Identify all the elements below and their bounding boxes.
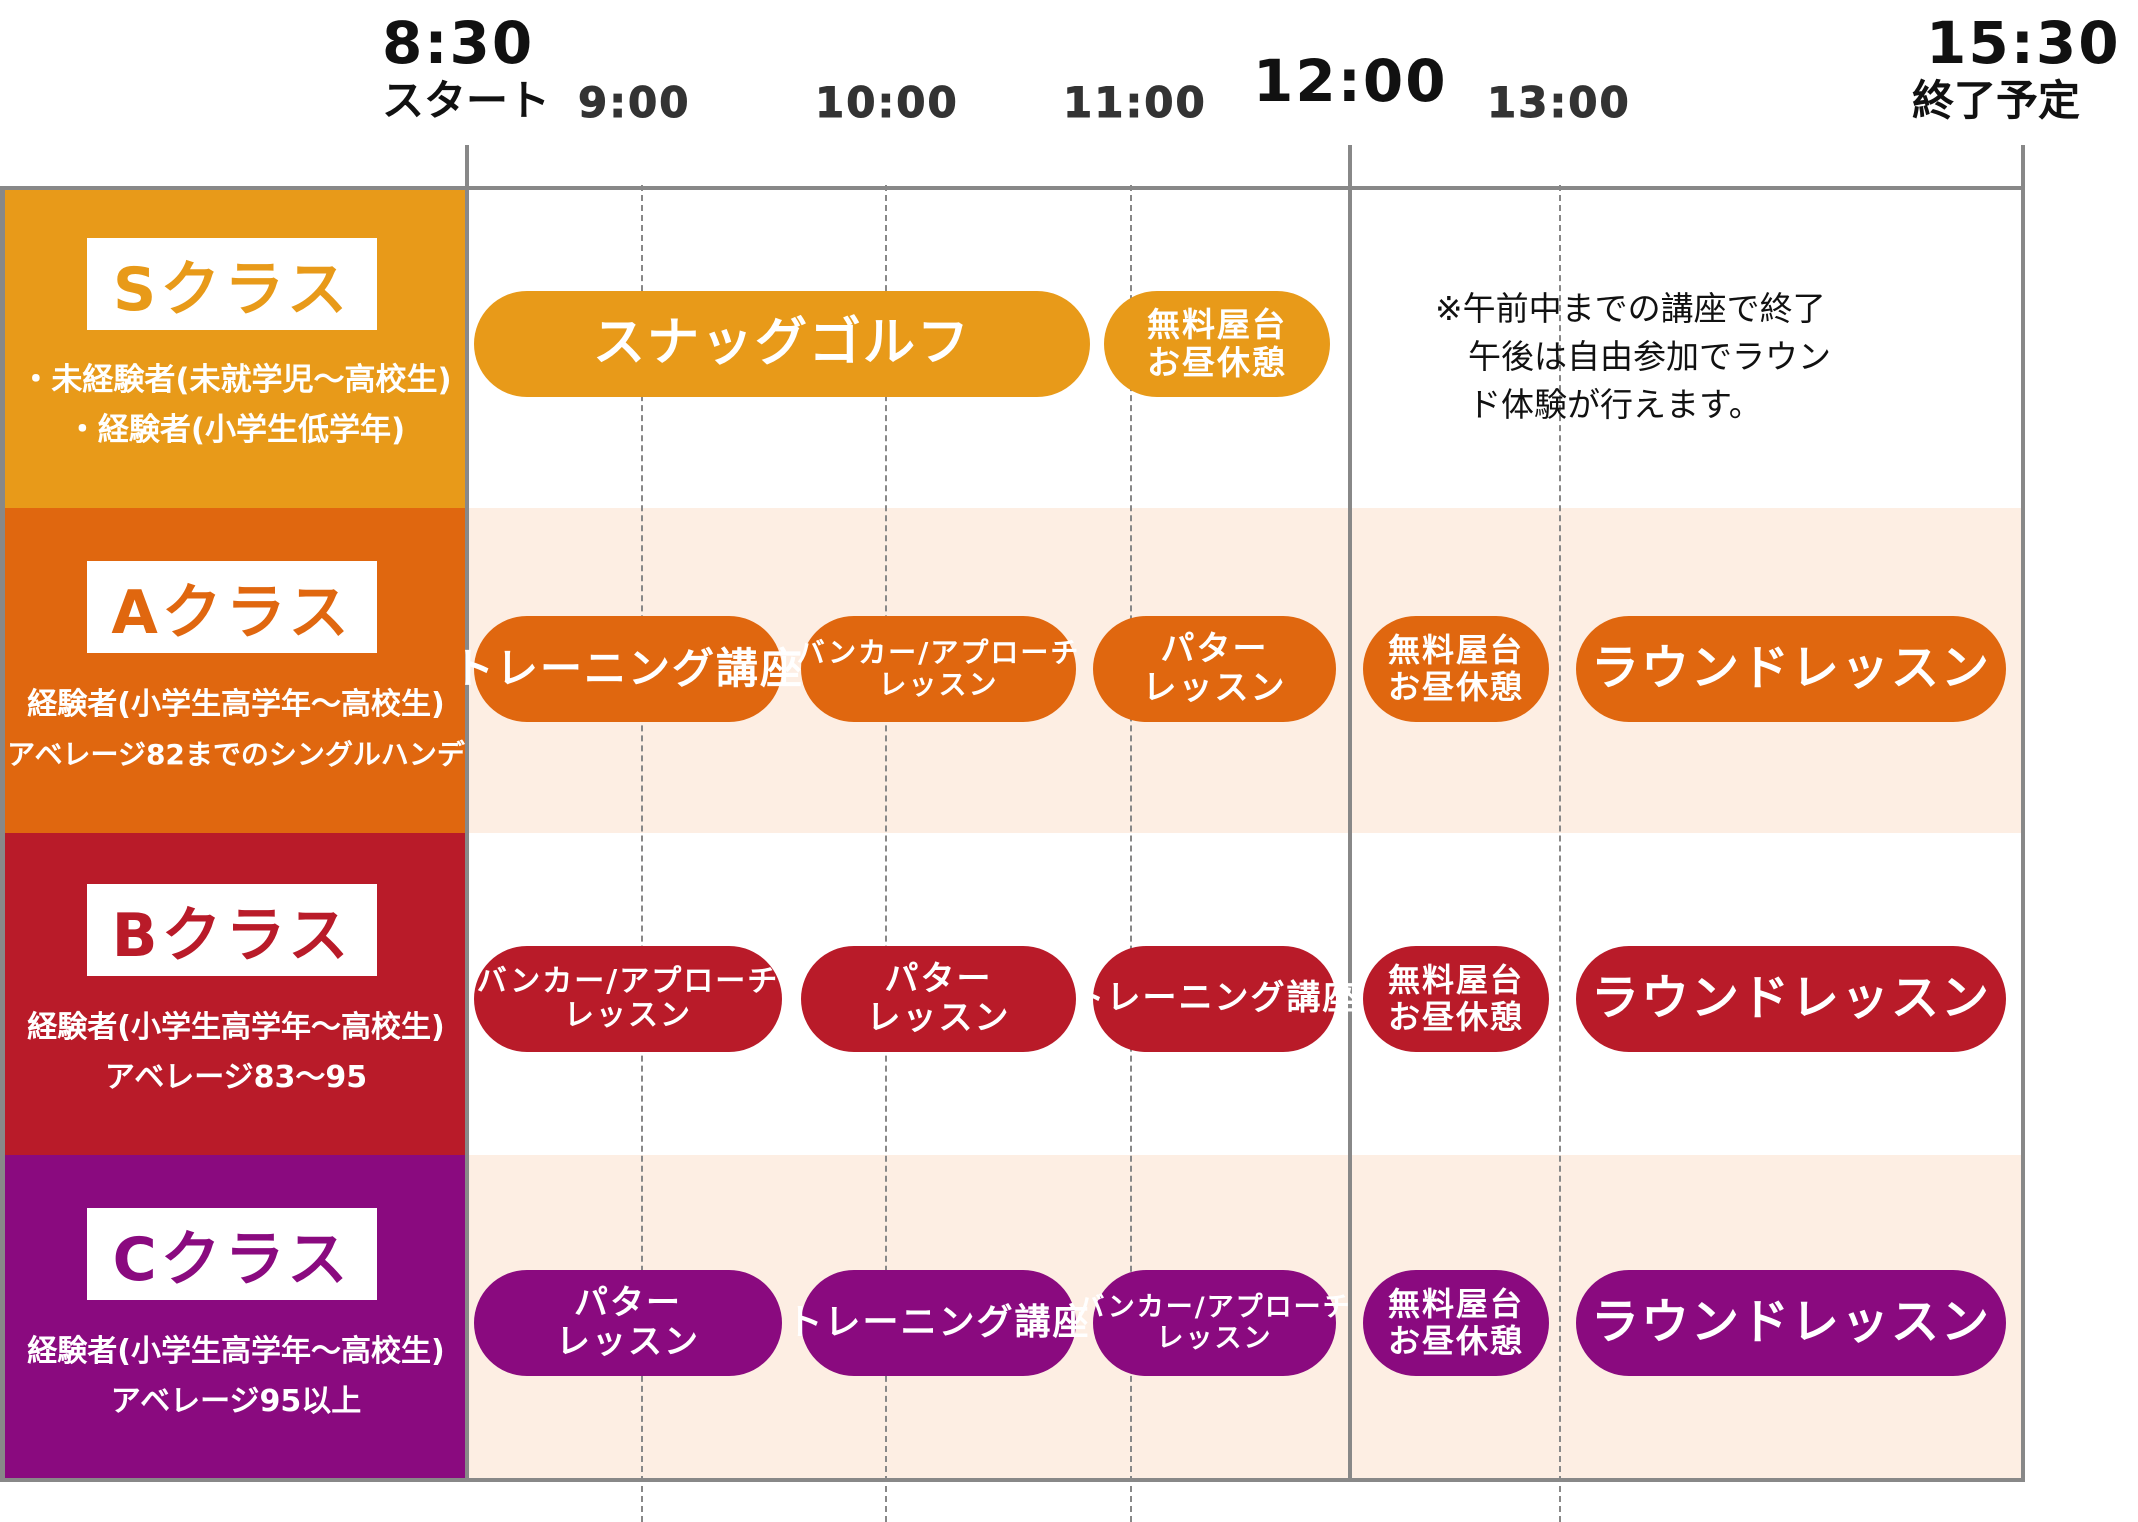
session-putter-a: パターレッスン (1093, 616, 1336, 722)
grid-line-1100 (1130, 185, 1132, 1522)
row-c-header (5, 1155, 467, 1478)
grid-line-top (5, 186, 2025, 190)
session-training-b: トレーニング講座 (1071, 946, 1357, 1052)
grid-line-end (2021, 145, 2025, 1482)
session-putter-b: パターレッスン (801, 946, 1076, 1052)
session-round-c: ラウンドレッスン (1576, 1270, 2006, 1376)
time-1200: 12:00 (1253, 47, 1448, 115)
class-desc-s-1: ・未経験者(未就学児～高校生) (20, 362, 452, 398)
class-desc-c-1: 経験者(小学生高学年～高校生) (27, 1334, 445, 1369)
session-lunch-c: 無料屋台お昼休憩 (1363, 1270, 1549, 1376)
time-1100: 11:00 (1063, 78, 1207, 127)
session-lunch-a: 無料屋台お昼休憩 (1363, 616, 1549, 722)
session-lunch-s: 無料屋台お昼休憩 (1104, 291, 1330, 397)
class-label-b: Bクラス (87, 884, 377, 976)
grid-line-1200 (1348, 145, 1352, 1482)
note-s: ※午前中までの講座で終了 午後は自由参加でラウン ド体験が行えます。 (1435, 289, 1831, 424)
class-desc-b-1: 経験者(小学生高学年～高校生) (27, 1010, 445, 1045)
class-desc-a-2: アベレージ82までのシングルハンデ (7, 738, 465, 771)
end-label: 終了予定 (1912, 76, 2081, 125)
grid-line-1000 (885, 185, 887, 1522)
grid-line-start (465, 145, 469, 1482)
session-bunker-b: バンカー/アプローチレッスン (474, 946, 782, 1052)
session-training-a: トレーニング講座 (452, 616, 802, 722)
grid-line-bottom (5, 1478, 2025, 1482)
session-bunker-c: バンカー/アプローチレッスン (1077, 1270, 1350, 1376)
session-putter-c: パターレッスン (474, 1270, 782, 1376)
class-desc-b-2: アベレージ83～95 (104, 1060, 368, 1095)
grid-line-1300 (1559, 185, 1561, 1522)
session-lunch-b: 無料屋台お昼休憩 (1363, 946, 1549, 1052)
grid-line-0900 (641, 185, 643, 1522)
grid-line-left (0, 186, 5, 1482)
session-round-b: ラウンドレッスン (1576, 946, 2006, 1052)
class-label-s: Sクラス (87, 238, 377, 330)
class-label-a: Aクラス (87, 561, 377, 653)
class-desc-c-2: アベレージ95以上 (110, 1384, 362, 1419)
row-b-header (5, 833, 467, 1155)
time-1000: 10:00 (815, 78, 959, 127)
class-desc-s-2: ・経験者(小学生低学年) (66, 412, 406, 448)
time-1300: 13:00 (1487, 78, 1631, 127)
time-start: 8:30 (382, 9, 535, 77)
time-0900: 9:00 (577, 78, 691, 127)
session-snag-golf: スナッグゴルフ (474, 291, 1090, 397)
session-bunker-a: バンカー/アプローチレッスン (797, 616, 1078, 722)
start-label: スタート (382, 76, 551, 125)
row-a-header (5, 508, 467, 833)
session-training-c: トレーニング講座 (787, 1270, 1089, 1376)
session-round-a: ラウンドレッスン (1576, 616, 2006, 722)
class-label-c: Cクラス (87, 1208, 377, 1300)
time-end: 15:30 (1926, 9, 2121, 77)
class-desc-a-1: 経験者(小学生高学年～高校生) (27, 687, 445, 722)
